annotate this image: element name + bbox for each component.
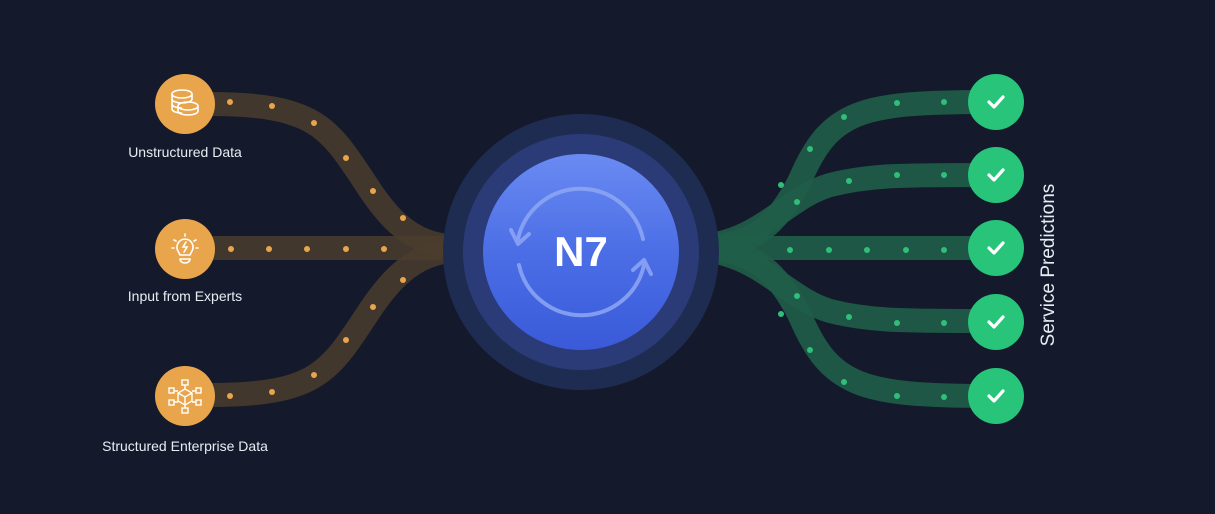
output-flows xyxy=(679,90,991,408)
output-node xyxy=(968,220,1024,276)
output-node xyxy=(968,294,1024,350)
check-icon xyxy=(987,389,1005,403)
network-cube-icon xyxy=(168,379,202,414)
input-node-structured-data xyxy=(155,366,215,426)
coins-stack-icon xyxy=(171,89,199,116)
outputs-title: Service Predictions xyxy=(1038,183,1059,347)
check-icon xyxy=(987,315,1005,329)
input-node-experts xyxy=(155,219,215,279)
input-label: Structured Enterprise Data xyxy=(102,438,268,454)
check-icon xyxy=(987,241,1005,255)
input-node-unstructured-data xyxy=(155,74,215,134)
hub-core xyxy=(483,154,679,350)
check-icon xyxy=(987,95,1005,109)
input-label: Input from Experts xyxy=(127,288,243,304)
check-icon xyxy=(987,168,1005,182)
output-node xyxy=(968,74,1024,130)
refresh-cycle-icon xyxy=(509,186,653,318)
output-node xyxy=(968,147,1024,203)
lightbulb-icon xyxy=(171,233,199,264)
input-flow-dots xyxy=(227,99,406,399)
hub-label: N7 xyxy=(554,228,608,275)
output-node xyxy=(968,368,1024,424)
output-flow-dots xyxy=(778,99,947,400)
input-label: Unstructured Data xyxy=(128,144,242,160)
